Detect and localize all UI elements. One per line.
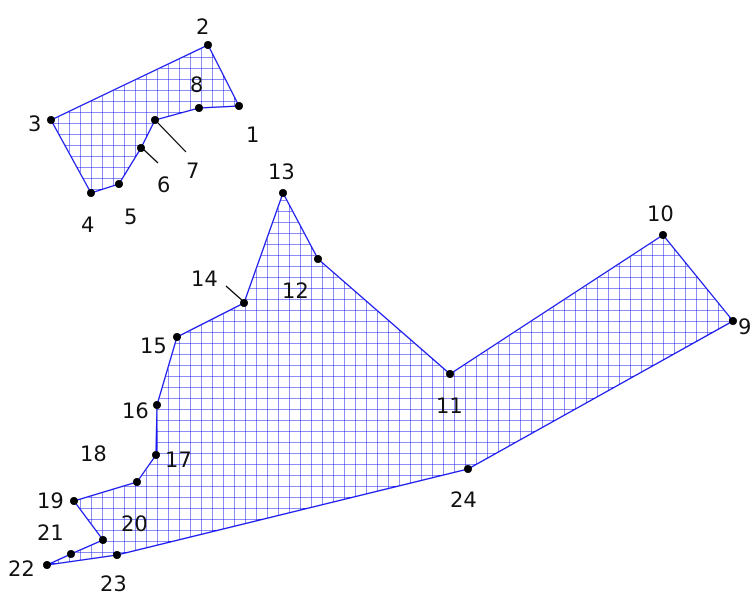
vertex-14 [240,299,248,307]
vertex-label-21: 21 [37,521,64,545]
vertex-17 [152,451,160,459]
vertex-label-10: 10 [647,202,674,226]
vertex-label-2: 2 [196,15,209,39]
vertex-label-22: 22 [8,557,35,581]
vertex-19 [70,497,78,505]
vertex-23 [113,551,121,559]
vertex-label-6: 6 [157,173,170,197]
leader-line-14 [225,285,245,303]
vertex-label-24: 24 [450,488,477,512]
vertex-label-12: 12 [282,279,309,303]
vertex-label-19: 19 [37,489,64,513]
vertex-9 [729,317,737,325]
vertex-3 [47,116,55,124]
vertex-10 [659,231,667,239]
vertex-label-17: 17 [165,448,192,472]
vertex-label-23: 23 [100,572,127,596]
vertex-label-20: 20 [121,512,148,536]
vertex-label-18: 18 [80,442,107,466]
vertex-label-group: 1 2 3 4 5 6 7 8 9 10 11 12 13 14 15 16 1… [8,15,751,596]
vertex-8 [195,104,203,112]
vertex-12 [314,255,322,263]
vertex-label-8: 8 [190,73,203,97]
vertex-label-1: 1 [246,123,259,147]
vertex-5 [115,180,123,188]
vertex-6 [137,144,145,152]
vertex-label-5: 5 [124,205,137,229]
vertex-label-14: 14 [191,267,218,291]
leader-line-7 [156,121,187,153]
vertex-11 [446,370,454,378]
vertex-label-3: 3 [28,112,41,136]
vertex-20 [99,536,107,544]
vertex-16 [153,401,161,409]
vertex-label-9: 9 [738,315,751,339]
vertex-label-7: 7 [186,159,199,183]
vertex-21 [67,550,75,558]
vertex-13 [279,189,287,197]
vertex-4 [87,189,95,197]
vertex-label-15: 15 [140,334,167,358]
vertex-label-11: 11 [436,394,463,418]
vertex-group [43,41,737,569]
vertex-1 [235,102,243,110]
vertex-label-16: 16 [122,399,149,423]
polygon-large-region [46,191,734,566]
vertex-15 [173,333,181,341]
polygon-small-region [50,44,241,194]
vertex-label-4: 4 [81,213,94,237]
vertex-22 [43,561,51,569]
leader-line-6 [141,147,159,164]
vertex-label-13: 13 [268,160,295,184]
vertex-7 [151,116,159,124]
vertex-24 [464,465,472,473]
vertex-18 [133,478,141,486]
vertex-2 [204,41,212,49]
